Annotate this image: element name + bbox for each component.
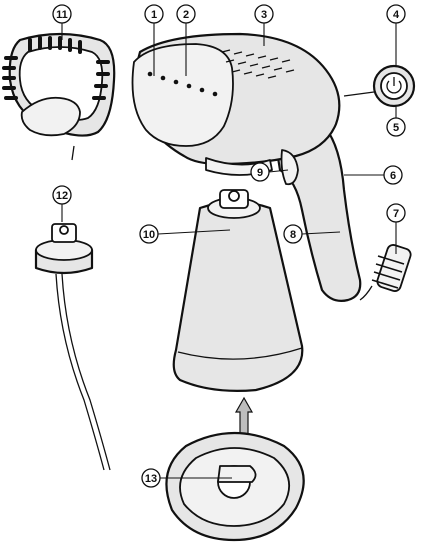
callout-11: 11 (52, 4, 72, 24)
water-tank (172, 189, 304, 392)
leader-lines (61, 22, 397, 479)
callout-7: 7 (386, 203, 406, 223)
callout-8: 8 (283, 224, 303, 244)
brush-attachment (2, 32, 116, 161)
brush-bristles (2, 36, 110, 100)
callout-3-label: 3 (261, 9, 267, 21)
callout-2-label: 2 (183, 9, 189, 21)
tank-base (165, 432, 305, 542)
callout-2: 2 (176, 4, 196, 24)
callout-4-label: 4 (393, 9, 400, 21)
callout-1-label: 1 (151, 9, 157, 21)
vent-slots (221, 49, 295, 79)
callout-3: 3 (254, 4, 274, 24)
power-button (343, 64, 416, 108)
callout-4: 4 (386, 4, 406, 24)
callout-10-label: 10 (143, 229, 155, 241)
callout-10: 10 (139, 224, 159, 244)
callout-1: 1 (144, 4, 164, 24)
callout-7-label: 7 (393, 208, 399, 220)
callout-5-label: 5 (393, 122, 399, 134)
nozzle-cap (34, 223, 111, 471)
callout-13: 13 (141, 468, 161, 488)
callout-12-label: 12 (56, 190, 68, 202)
callout-6: 6 (383, 165, 403, 185)
power-cord (359, 244, 412, 301)
callout-13-label: 13 (145, 473, 157, 485)
callout-11-label: 11 (56, 9, 68, 21)
callout-9: 9 (250, 162, 270, 182)
callout-6-label: 6 (390, 170, 396, 182)
steam-holes (147, 71, 218, 97)
callout-8-label: 8 (290, 229, 296, 241)
callout-5: 5 (386, 117, 406, 137)
callout-12: 12 (52, 185, 72, 205)
callout-9-label: 9 (257, 167, 263, 179)
